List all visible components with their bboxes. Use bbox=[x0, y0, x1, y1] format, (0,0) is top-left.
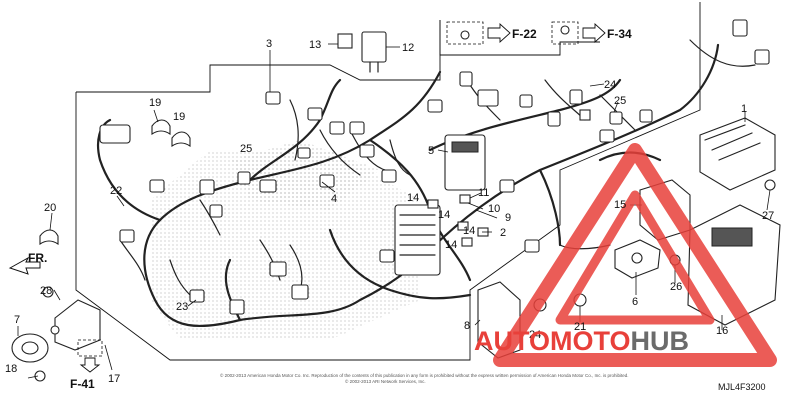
diagram-code: MJL4F3200 bbox=[718, 382, 766, 392]
part-label-17: 17 bbox=[108, 373, 120, 385]
part-label-1: 1 bbox=[741, 103, 747, 115]
part-label-14b: 14 bbox=[438, 209, 450, 221]
part-label-2: 2 bbox=[500, 227, 506, 239]
part-label-21: 21 bbox=[574, 321, 586, 333]
watermark-logo bbox=[493, 143, 777, 367]
part-label-28: 28 bbox=[40, 285, 52, 297]
fuse-box bbox=[394, 134, 486, 276]
regulator-rectifier bbox=[699, 117, 776, 191]
watermark-text-accent: AUTOMOTO bbox=[474, 326, 631, 356]
horn bbox=[11, 299, 101, 363]
part-label-25a: 25 bbox=[614, 95, 626, 107]
part-label-11: 11 bbox=[478, 187, 489, 199]
part-label-12: 12 bbox=[402, 42, 414, 54]
part-label-26: 26 bbox=[670, 281, 682, 293]
part-label-10: 10 bbox=[488, 203, 500, 215]
part-label-14c: 14 bbox=[463, 225, 475, 237]
part-label-6: 6 bbox=[632, 296, 638, 308]
part-label-23: 23 bbox=[176, 301, 188, 313]
part-label-14a: 14 bbox=[407, 192, 419, 204]
frame-shading bbox=[150, 150, 420, 340]
part-label-25b: 25 bbox=[240, 143, 252, 155]
part-label-18: 18 bbox=[5, 363, 17, 375]
part-label-24b: 24 bbox=[529, 329, 541, 341]
copyright-line-1: © 2002-2013 American Honda Motor Co. Inc… bbox=[220, 372, 629, 378]
part-label-5: 5 bbox=[428, 145, 434, 157]
part-label-13: 13 bbox=[309, 39, 321, 51]
part-label-15: 15 bbox=[614, 199, 626, 211]
part-label-7: 7 bbox=[14, 314, 20, 326]
watermark-text: AUTOMOTOHUB bbox=[474, 326, 689, 356]
part-label-19a: 19 bbox=[149, 97, 161, 109]
part-label-14d: 14 bbox=[445, 239, 457, 251]
relay-parts bbox=[337, 31, 387, 73]
part-label-19b: 19 bbox=[173, 111, 185, 123]
part-label-24a: 24 bbox=[604, 79, 616, 91]
watermark-text-dark: HUB bbox=[631, 326, 690, 356]
ecu-module bbox=[687, 204, 781, 326]
copyright-line-2: © 2002-2013 ARI Network Services, Inc. bbox=[345, 378, 426, 384]
reference-markers bbox=[8, 21, 606, 373]
part-label-3: 3 bbox=[266, 38, 272, 50]
part-label-8: 8 bbox=[464, 320, 470, 332]
part-label-20: 20 bbox=[44, 202, 56, 214]
part-label-16: 16 bbox=[716, 325, 728, 337]
part-label-27: 27 bbox=[762, 210, 774, 222]
part-label-22: 22 bbox=[110, 185, 122, 197]
ref-label-f34: F-34 bbox=[607, 27, 632, 41]
ref-label-f41: F-41 bbox=[70, 377, 95, 391]
part-label-4: 4 bbox=[331, 193, 337, 205]
front-direction-label: FR. bbox=[28, 251, 47, 265]
sensor bbox=[614, 239, 661, 279]
connectors bbox=[119, 19, 770, 315]
part-labels: 1 2 3 4 5 6 7 8 9 10 11 12 13 14 14 14 1… bbox=[5, 38, 774, 385]
part-label-9: 9 bbox=[505, 212, 511, 224]
assembly-frame bbox=[75, 2, 701, 361]
leader-lines bbox=[17, 43, 771, 379]
ref-label-f22: F-22 bbox=[512, 27, 537, 41]
